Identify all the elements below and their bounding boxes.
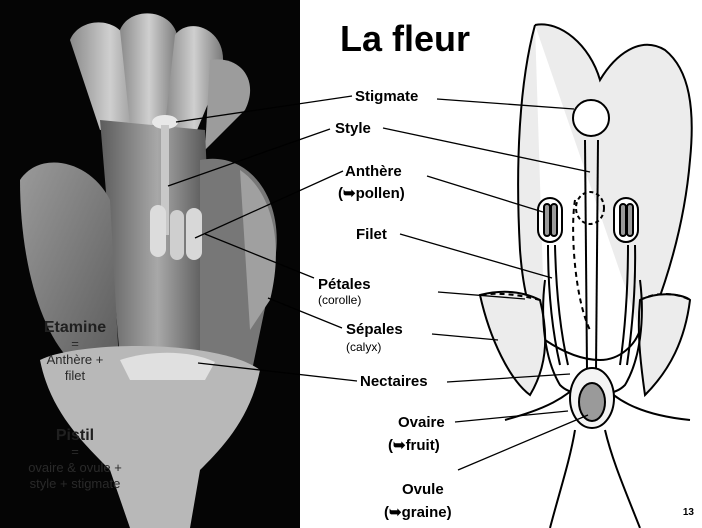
pistil-line2: style + stigmate: [0, 476, 150, 492]
label-stigmate: Stigmate: [355, 88, 418, 106]
etamine-line2: filet: [0, 368, 150, 384]
etamine-overlay: Etamine = Anthère + filet: [0, 320, 150, 384]
etamine-title: Etamine: [0, 320, 150, 336]
pistil-line1: ovaire & ovule +: [0, 460, 150, 476]
pistil-title: Pistil: [0, 428, 150, 444]
label-petales: Pétales: [318, 276, 371, 294]
label-ovaire-note: (➥fruit): [388, 437, 440, 455]
etamine-line1: Anthère +: [0, 352, 150, 368]
slide-title: La fleur: [340, 18, 470, 60]
pistil-eq: =: [0, 444, 150, 460]
label-petales-note: (corolle): [318, 293, 361, 307]
label-anthere-note: (➥pollen): [338, 185, 405, 203]
pistil-overlay: Pistil = ovaire & ovule + style + stigma…: [0, 428, 150, 492]
label-sepales-note: (calyx): [346, 340, 381, 354]
label-filet: Filet: [356, 226, 387, 244]
label-ovule-note: (➥graine): [384, 504, 452, 522]
etamine-eq: =: [0, 336, 150, 352]
label-style: Style: [335, 120, 371, 138]
label-sepales: Sépales: [346, 321, 403, 339]
flower-diagram: [470, 0, 702, 528]
page-number: 13: [683, 507, 694, 518]
label-nectaires: Nectaires: [360, 373, 428, 391]
label-ovaire: Ovaire: [398, 414, 445, 432]
label-ovule: Ovule: [402, 481, 444, 499]
label-anthere: Anthère: [345, 163, 402, 181]
